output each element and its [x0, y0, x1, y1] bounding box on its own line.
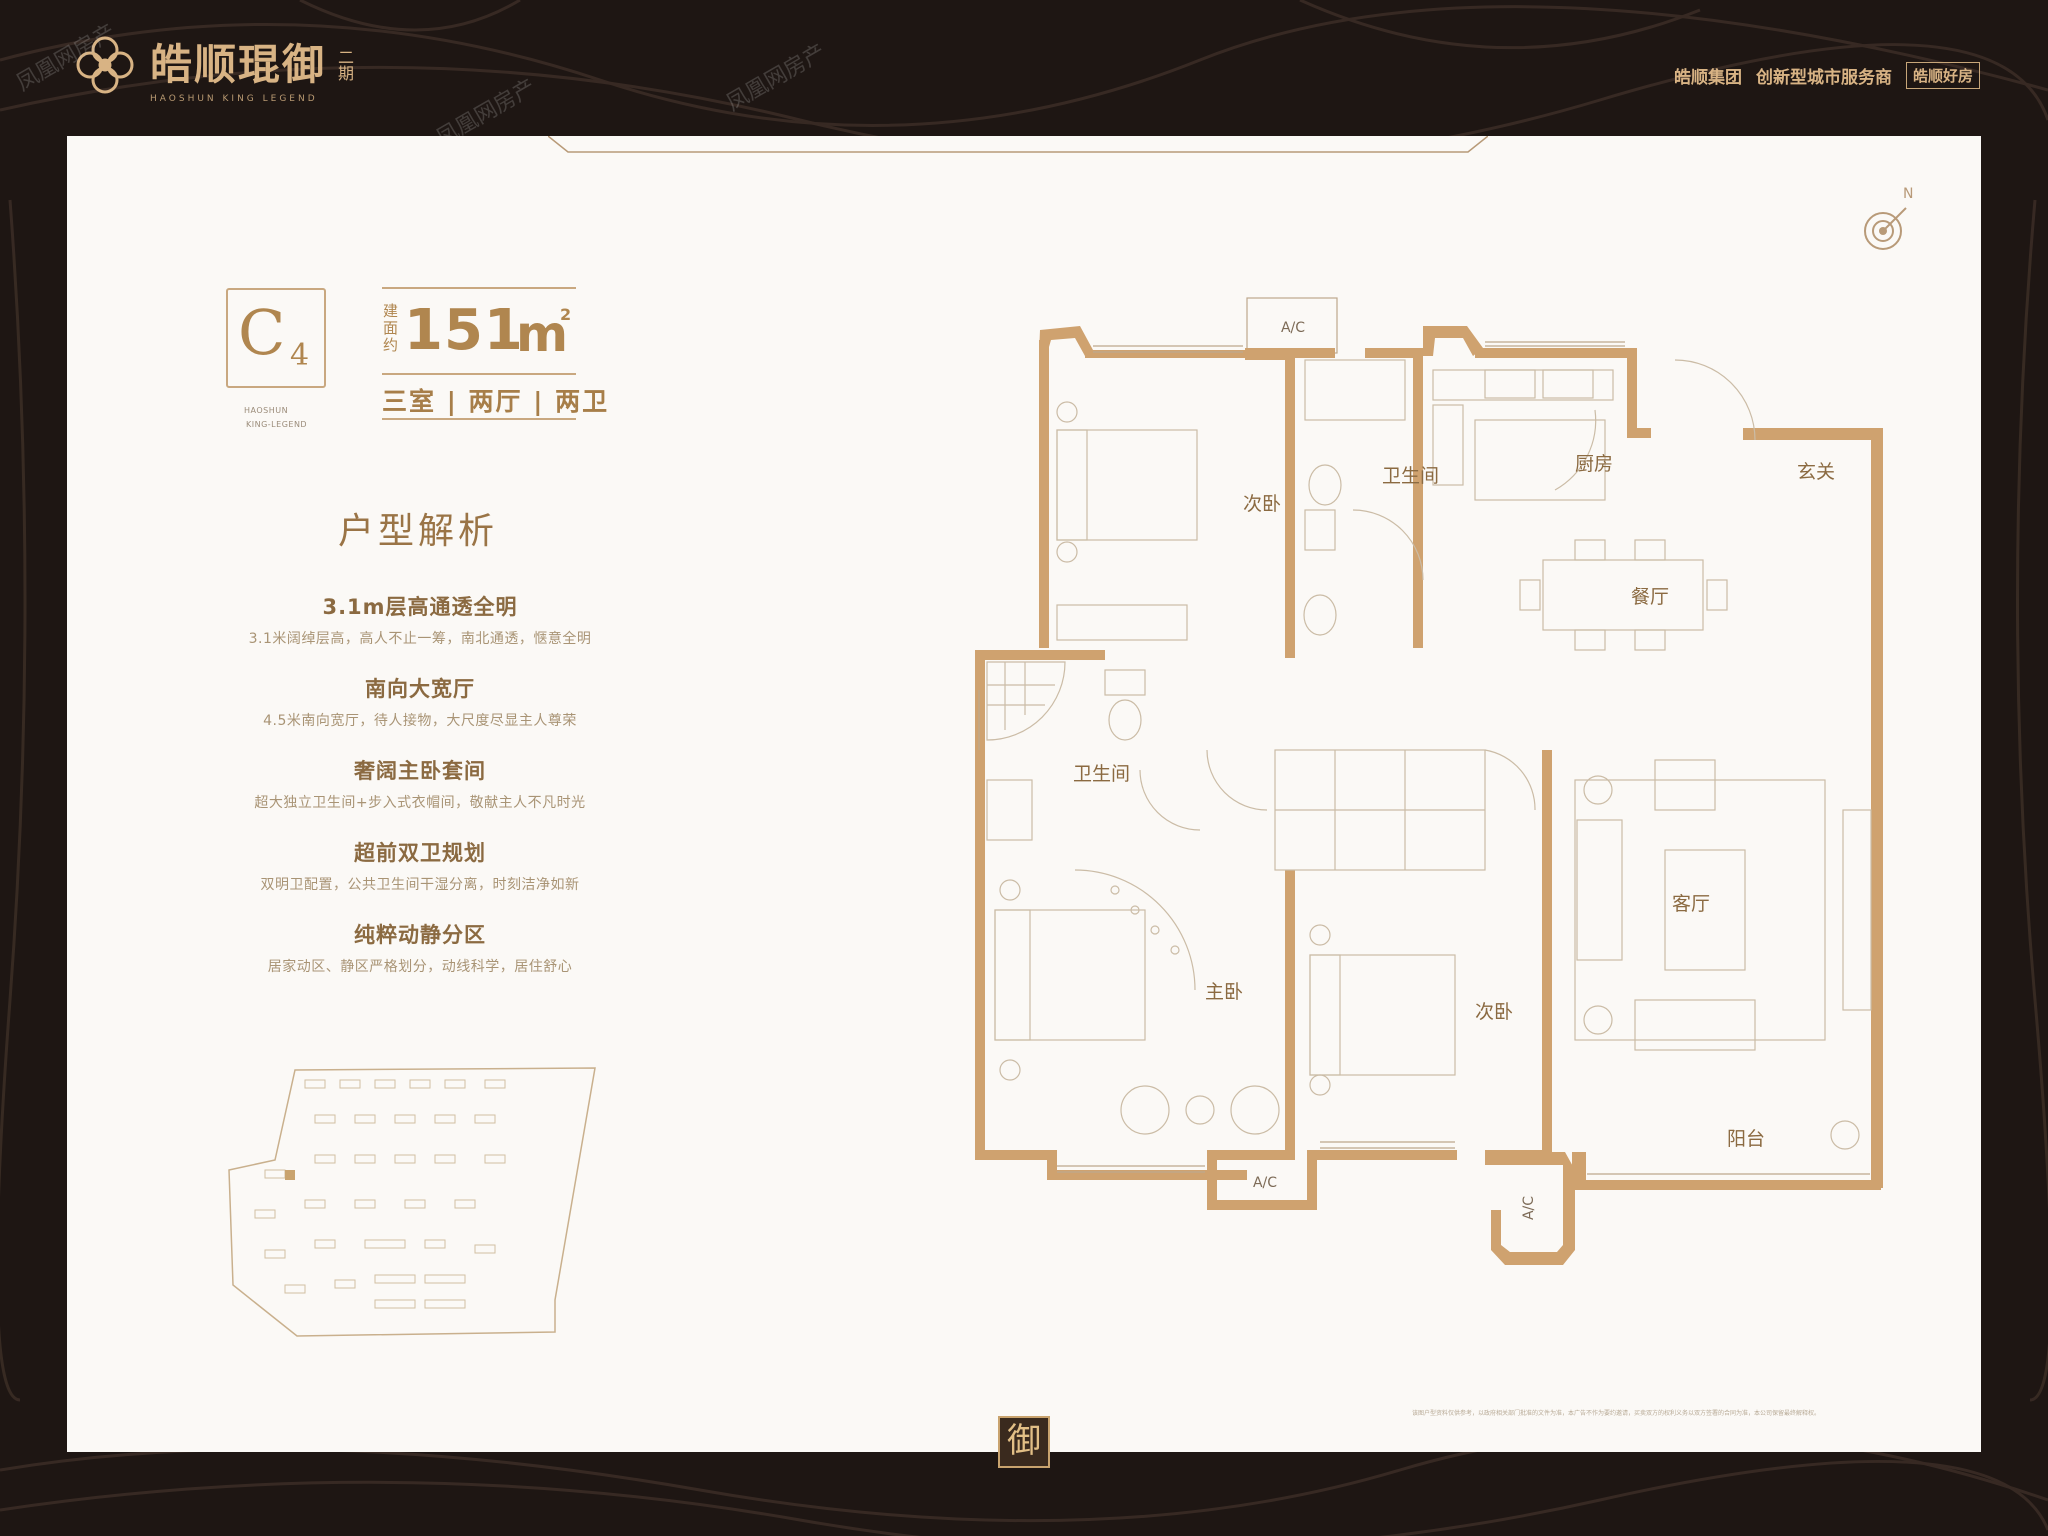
room-label-dining: 餐厅	[1631, 586, 1669, 608]
feature-title: 3.1m层高通透全明	[322, 595, 518, 619]
brand-phase: 二期	[335, 49, 355, 81]
card-top-notch	[548, 136, 1488, 153]
room-label-bedroom-nw: 次卧	[1243, 493, 1281, 515]
area-prefix: 建面约	[383, 302, 399, 354]
unit-code-badge: C 4	[226, 288, 326, 388]
floorplan-card	[67, 136, 1981, 1452]
header-bar: 皓顺琨御 二期 HAOSHUN KING LEGEND 皓顺集团 创新型城市服务…	[0, 0, 2048, 135]
furniture	[986, 359, 1872, 1150]
unit-english-name: HAOSHUN	[244, 406, 289, 415]
brand-logo: 皓顺琨御 二期	[70, 30, 356, 100]
feature-description: 居家动区、静区严格划分，动线科学，居住舒心	[267, 959, 573, 975]
partner-logo-group: 皓顺集团	[1673, 68, 1742, 88]
area-unit-superscript: 2	[560, 305, 572, 324]
feature-title: 纯粹动静分区	[354, 923, 486, 947]
feature-description: 4.5米南向宽厅，待人接物，大尺度尽显主人尊荣	[263, 713, 577, 729]
seal-stamp: 御	[998, 1416, 1050, 1468]
walls	[975, 326, 1883, 1265]
room-label-living: 客厅	[1672, 893, 1710, 915]
feature-list: 3.1m层高通透全明 3.1米阔绰层高，高人不止一筹，南北通透，惬意全明 南向大…	[170, 590, 670, 1000]
divider	[382, 373, 576, 375]
floor-plan: .wall { fill: #cfa26f; } .thin { fill: n…	[975, 297, 1883, 1265]
room-label-balcony: 阳台	[1727, 1128, 1765, 1150]
partner-logo-service: 创新型城市服务商	[1755, 68, 1892, 88]
layout-summary: 三室 | 两厅 | 两卫	[382, 387, 610, 416]
unit-code-number: 4	[290, 338, 310, 373]
analysis-title: 户型解析	[337, 511, 498, 552]
compass-label: N	[1903, 186, 1913, 202]
ac-label: A/C	[1253, 1175, 1277, 1191]
feature-description: 超大独立卫生间+步入式衣帽间，敬献主人不凡时光	[254, 795, 586, 811]
site-plan-map	[228, 1067, 596, 1337]
room-label-bath-master: 卫生间	[1073, 763, 1130, 785]
unit-code-letter: C	[238, 296, 286, 369]
room-label-kitchen: 厨房	[1575, 453, 1613, 475]
feature-item: 纯粹动静分区 居家动区、静区严格划分，动线科学，居住舒心	[170, 918, 670, 1000]
room-label-master-bedroom: 主卧	[1205, 981, 1243, 1003]
compass-icon: N	[1864, 186, 1913, 250]
feature-item: 南向大宽厅 4.5米南向宽厅，待人接物，大尺度尽显主人尊荣	[170, 672, 670, 754]
feature-description: 双明卫配置，公共卫生间干湿分离，时刻洁净如新	[260, 877, 580, 893]
ac-label: A/C	[1521, 1196, 1537, 1220]
room-label-foyer: 玄关	[1797, 461, 1835, 483]
feature-item: 3.1m层高通透全明 3.1米阔绰层高，高人不止一筹，南北通透，惬意全明	[170, 590, 670, 672]
feature-title: 南向大宽厅	[365, 677, 475, 701]
feature-item: 超前双卫规划 双明卫配置，公共卫生间干湿分离，时刻洁净如新	[170, 836, 670, 918]
area-unit: m	[516, 305, 569, 363]
unit-english-name: KING-LEGEND	[246, 420, 308, 429]
brand-name: 皓顺琨御	[150, 40, 327, 89]
partner-logos: 皓顺集团 创新型城市服务商 皓顺好房	[1674, 62, 1980, 89]
feature-title: 超前双卫规划	[354, 841, 486, 865]
area-value: 151	[404, 298, 524, 363]
divider	[382, 418, 576, 420]
feature-description: 3.1米阔绰层高，高人不止一筹，南北通透，惬意全明	[248, 631, 592, 647]
partner-logo-home: 皓顺好房	[1905, 62, 1980, 89]
room-label-bath-north: 卫生间	[1382, 465, 1439, 487]
room-label-bedroom-s: 次卧	[1475, 1001, 1513, 1023]
brand-subtitle: HAOSHUN KING LEGEND	[150, 94, 318, 104]
divider	[382, 287, 576, 289]
ac-label: A/C	[1281, 320, 1305, 336]
disclaimer-text: 该图户型资料仅供参考，以政府相关部门批准的文件为准，本广告不作为要约邀请，买卖双…	[1412, 1410, 1821, 1417]
windows	[978, 341, 1870, 1175]
feature-title: 奢阔主卧套间	[354, 759, 486, 783]
feature-item: 奢阔主卧套间 超大独立卫生间+步入式衣帽间，敬献主人不凡时光	[170, 754, 670, 836]
brand-emblem-icon	[76, 36, 134, 94]
